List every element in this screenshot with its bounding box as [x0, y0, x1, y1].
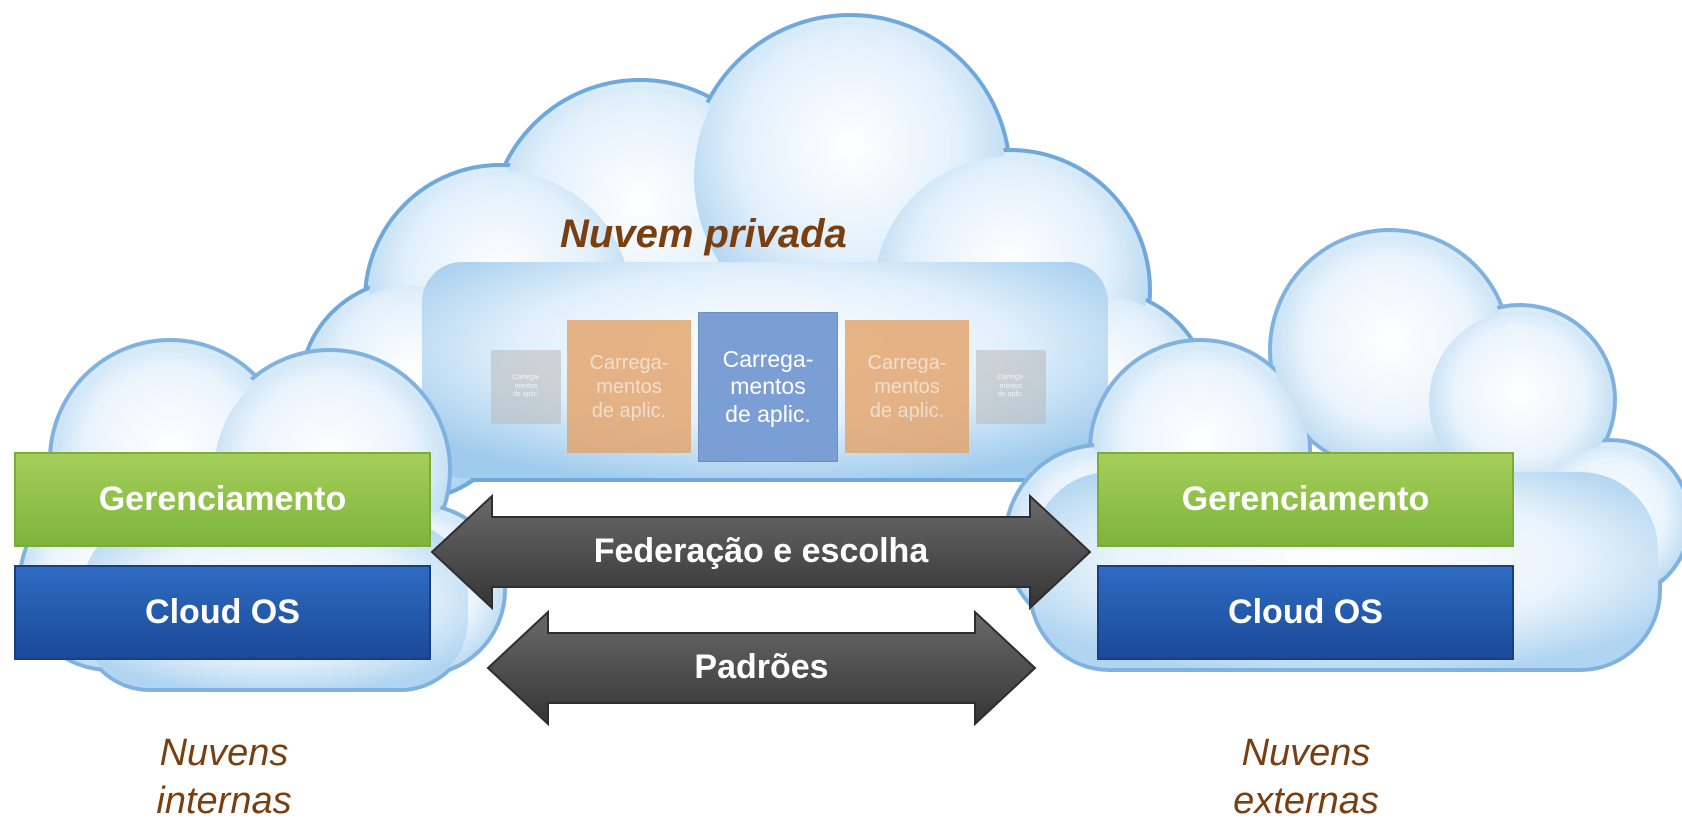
workload-card-center: Carrega- mentos de aplic.: [698, 312, 838, 462]
left-management-label: Gerenciamento: [98, 480, 347, 518]
right-cloud-os-label: Cloud OS: [1228, 593, 1383, 631]
left-cloud-os-bar: Cloud OS: [14, 565, 431, 660]
internal-clouds-caption: Nuvens internas: [156, 732, 292, 822]
right-management-bar: Gerenciamento: [1097, 452, 1514, 547]
left-management-bar: Gerenciamento: [14, 452, 431, 547]
right-management-label: Gerenciamento: [1181, 480, 1430, 518]
federation-label: Federação e escolha: [593, 532, 929, 570]
right-cloud-os-bar: Cloud OS: [1097, 565, 1514, 660]
federation-arrow: [430, 493, 1092, 611]
workload-card-faint-left: Carrega- mentos de aplic.: [491, 350, 561, 424]
external-clouds-caption: Nuvens externas: [1233, 732, 1379, 822]
left-cloud-os-label: Cloud OS: [145, 593, 300, 631]
workload-card-orange-right: Carrega- mentos de aplic.: [845, 320, 969, 453]
standards-label: Padrões: [694, 648, 829, 686]
standards-arrow: [486, 609, 1037, 727]
private-cloud-title: Nuvem privada: [560, 212, 847, 256]
workload-card-faint-right: Carrega- mentos de aplic.: [976, 350, 1046, 424]
workload-card-orange-left: Carrega- mentos de aplic.: [567, 320, 691, 453]
